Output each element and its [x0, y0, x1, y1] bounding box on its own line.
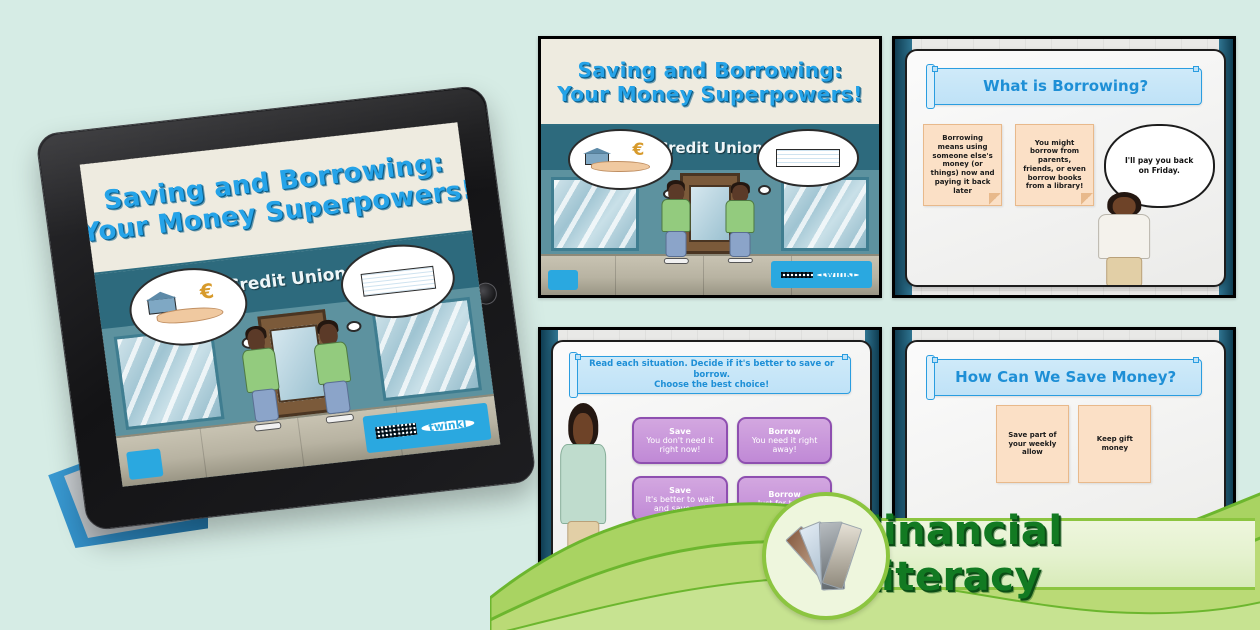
choice-label: Borrow — [768, 490, 801, 500]
resource-preview-badge — [762, 492, 890, 620]
shop-window-right — [781, 176, 869, 252]
heading-pin-right — [842, 354, 849, 361]
choice-card[interactable]: Save You don't need it right now! — [632, 417, 728, 464]
cheque-icon — [360, 265, 436, 297]
title-line-2: Your Money Superpowers! — [557, 81, 863, 106]
student-character-right — [724, 182, 758, 264]
title-banner: Saving and Borrowing: Your Money Superpo… — [541, 39, 879, 127]
note-text: Keep gift money — [1096, 435, 1133, 453]
tablet-screen[interactable]: Saving and Borrowing: Your Money Superpo… — [79, 122, 501, 487]
cheque-icon — [775, 149, 841, 168]
note-fold-corner — [989, 192, 1002, 205]
thought-bubble-borrowing — [757, 129, 859, 187]
euro-symbol-icon: € — [198, 278, 216, 304]
slide-heading-line-2: Choose the best choice! — [654, 380, 770, 391]
note-card: Save part of your weekly allow — [995, 405, 1069, 483]
slide-thumbnail-title[interactable]: Saving and Borrowing: Your Money Superpo… — [538, 36, 882, 298]
tablet-device: Saving and Borrowing: Your Money Superpo… — [34, 84, 538, 568]
heading-pin-left — [932, 65, 939, 72]
qr-code-icon[interactable] — [375, 423, 418, 440]
choice-label: Save — [669, 485, 691, 495]
note-text: You might borrow from parents, friends, … — [1023, 138, 1086, 191]
note-text: Save part of your weekly allow — [1008, 430, 1057, 457]
heading-pin-right — [1193, 356, 1200, 363]
title-line-1: Saving and Borrowing: — [577, 57, 843, 82]
slide-heading-box: Read each situation. Decide if it's bett… — [569, 352, 852, 398]
choice-detail: It's better to wait and save up! — [645, 494, 715, 513]
slide-thumbnail-what-is-borrowing[interactable]: What is Borrowing? Borrowing means using… — [892, 36, 1236, 298]
slide-heading-text: What is Borrowing? — [983, 76, 1149, 95]
heading-handle-left — [926, 63, 936, 110]
hand-icon — [590, 161, 651, 172]
title-slide-scene-thumb: Saving and Borrowing: Your Money Superpo… — [541, 39, 879, 295]
heading-pin-right — [1193, 65, 1200, 72]
bubble-tail-right — [757, 185, 771, 196]
twinkl-logo: twinkl — [816, 269, 859, 280]
note-card: You might borrow from parents, friends, … — [1014, 123, 1095, 206]
twinkl-edu-badge — [125, 448, 164, 480]
student-character-left — [659, 180, 693, 264]
choice-label: Save — [669, 427, 691, 437]
shop-sign-label: Credit Union — [657, 138, 763, 157]
twinkl-qr-badge[interactable]: twinkl — [770, 261, 873, 289]
choice-card[interactable]: Save It's better to wait and save up! — [632, 475, 728, 523]
choice-detail: You need it right away! — [751, 436, 818, 455]
choice-detail: You don't need it right now! — [646, 436, 714, 455]
thought-bubble-text: I'll pay you back on Friday. — [1125, 156, 1194, 175]
financial-literacy-banner: Financial Literacy — [855, 508, 1255, 600]
storefront-illustration: Credit Union € — [541, 126, 879, 295]
slide-heading-line-1: Read each situation. Decide if it's bett… — [589, 359, 835, 380]
slide-heading-text: How Can We Save Money? — [955, 367, 1177, 386]
banner-title: Financial Literacy — [855, 508, 1063, 600]
bubble-tail-right — [346, 319, 363, 333]
note-card: Keep gift money — [1078, 405, 1152, 483]
twinkl-edu-badge — [547, 269, 579, 290]
note-card: Borrowing means using someone else's mon… — [922, 123, 1003, 206]
thought-bubble-saving: € — [568, 129, 673, 191]
storefront-illustration: Credit Union € — [94, 231, 501, 487]
note-text: Borrowing means using someone else's mon… — [930, 134, 995, 195]
twinkl-logo: twinkl — [420, 417, 475, 434]
title-slide-scene: Saving and Borrowing: Your Money Superpo… — [79, 122, 501, 487]
slide-heading-box: What is Borrowing? — [926, 63, 1203, 110]
qr-code-icon[interactable] — [780, 271, 814, 278]
heading-pin-left — [575, 354, 582, 361]
choice-card[interactable]: Borrow You need it right away! — [737, 417, 833, 464]
note-fold-corner — [1081, 192, 1094, 205]
choice-label: Borrow — [768, 427, 801, 437]
student-character — [1097, 191, 1151, 286]
slide-heading-box: How Can We Save Money? — [926, 354, 1203, 401]
heading-handle-left — [569, 352, 579, 398]
whiteboard: What is Borrowing? Borrowing means using… — [905, 49, 1227, 288]
heading-handle-left — [926, 354, 936, 401]
teacher-character — [559, 403, 607, 575]
euro-symbol-icon: € — [632, 139, 645, 160]
heading-pin-left — [932, 356, 939, 363]
